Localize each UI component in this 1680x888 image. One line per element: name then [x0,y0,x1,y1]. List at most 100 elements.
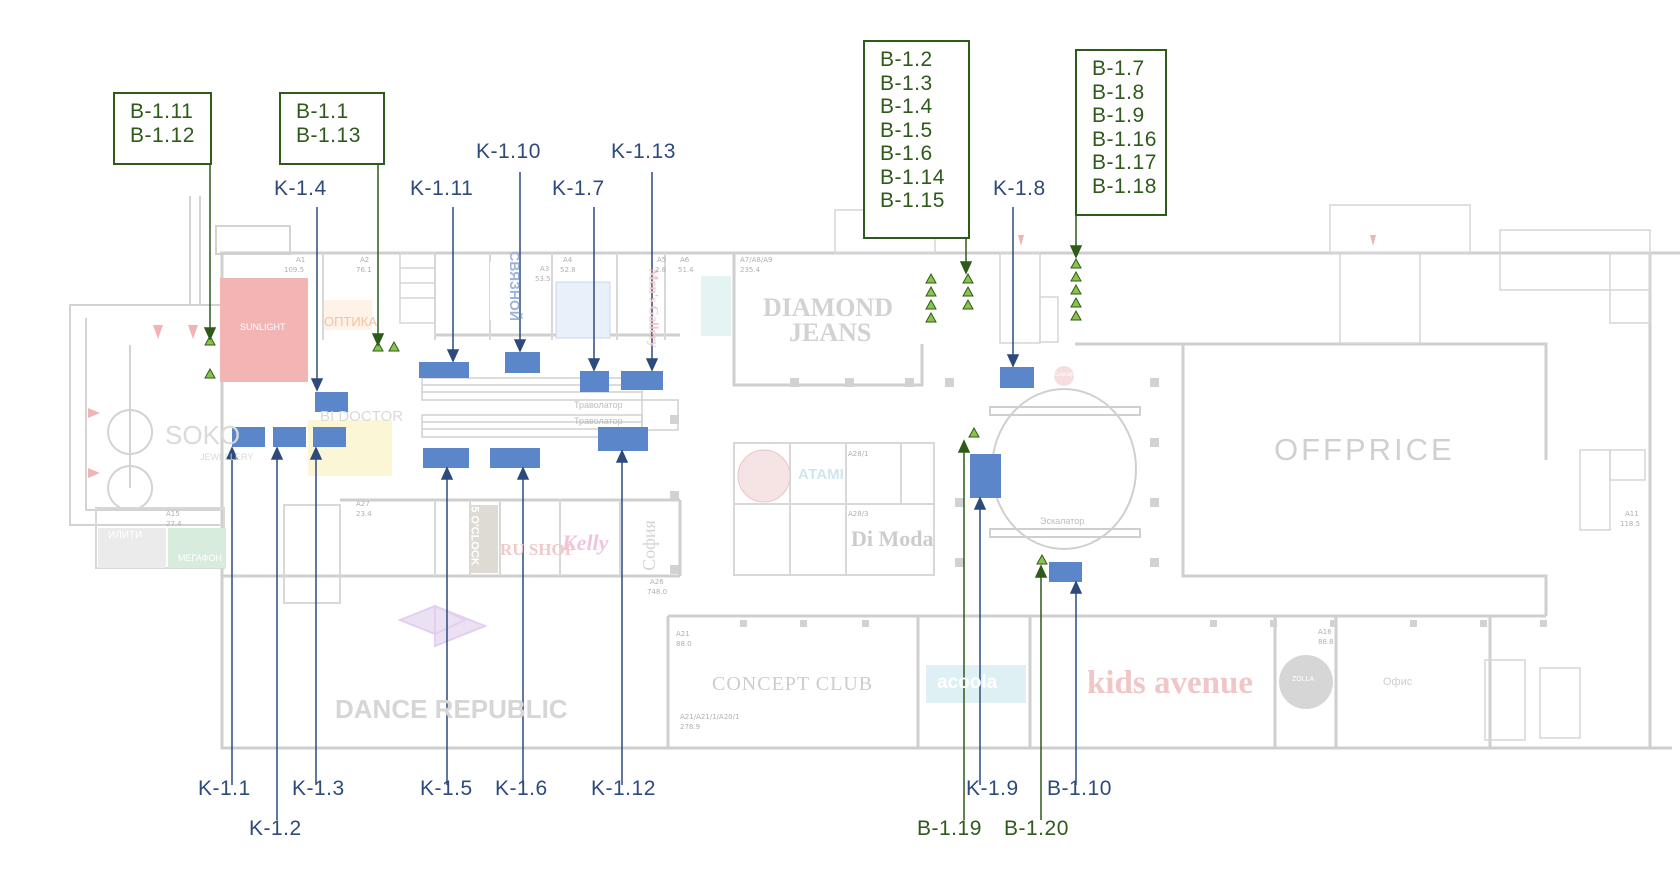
svyaznoy-store-block [490,262,528,320]
area-a4: A4 [563,256,573,264]
kiosk-k1-9[interactable] [970,454,1001,498]
stand-label-b1-20[interactable]: B-1.20 [1004,817,1069,840]
store-dance-republic: DANCE REPUBLIC [335,694,568,724]
megafon-store-block [168,528,226,568]
store-office: Офис [1383,676,1413,688]
stand-label: B-1.17 [1092,151,1157,174]
store-kelly: Kelly [562,530,609,555]
kiosks [232,352,1082,582]
area-a21-1: A21/A21/1/A20/1 [680,713,740,721]
iliti-store-block [98,528,166,568]
area-a27: A27 [356,500,370,508]
area-a28-3: A28/3 [848,510,869,518]
store-megafon: МЕГАФОН [178,553,222,563]
zolla-logo [1279,655,1333,709]
area-a21-size: 88.0 [676,640,692,648]
kiosk-k1-1[interactable] [232,427,265,447]
stand-group-b1-7[interactable]: B-1.7 B-1.8 B-1.9 B-1.16 B-1.17 B-1.18 [1075,49,1167,216]
kiosk-label-k1-1[interactable]: K-1.1 [198,777,251,800]
area-a25: A26 [650,578,664,586]
stand-label: B-1.11 [130,100,194,123]
kiosk-label-k1-11[interactable]: K-1.11 [410,177,474,200]
area-a25-size: 748.0 [647,588,668,596]
area-a3-size: 53.5 [535,275,551,283]
area-a21-1-size: 278.9 [680,723,701,731]
store-kids-avenue: kids avenue [1087,665,1253,701]
stand-group-b1-2[interactable]: B-1.2 B-1.3 B-1.4 B-1.5 B-1.6 B-1.14 B-1… [863,40,970,239]
store-jewellery: JEWELLERY [200,452,254,462]
snegiri-logo [1054,366,1074,386]
area-a7-size: 235.4 [740,266,761,274]
area-a28-1: A28/1 [848,450,869,458]
stand-label: B-1.3 [880,71,933,95]
store-mens-gallery: Men's Gallery [646,268,662,348]
kiosk-k1-10[interactable] [505,352,540,373]
store-concept-club: CONCEPT CLUB [712,673,874,695]
store-optika: ОПТИКА [324,314,377,329]
kiosk-label-k1-8[interactable]: K-1.8 [993,177,1046,200]
dance-republic-logo [397,604,488,648]
store-acoola: acoola [937,672,998,693]
stand-leader-lines [203,165,1083,820]
area-a5: A5 [657,256,667,264]
area-a16-size: 88.8 [1318,638,1334,646]
kiosk-label-k1-6[interactable]: K-1.6 [495,777,548,800]
store-zolla: ZOLLA [1292,676,1315,683]
stand-group-b1-11[interactable]: B-1.11 B-1.12 [113,92,212,165]
stand-label: B-1.6 [880,142,933,165]
stand-label: B-1.12 [130,123,195,147]
kiosk-k1-3[interactable] [313,427,346,447]
di-moda-logo-circle [737,449,791,503]
kiosk-label-k1-4[interactable]: K-1.4 [274,177,327,200]
stand-label: B-1.13 [296,123,361,147]
stand-label-b1-19[interactable]: B-1.19 [917,817,982,840]
store-diamond-jeans-line2: JEANS [789,318,872,347]
kiosk-label-k1-9[interactable]: K-1.9 [966,777,1019,800]
area-a15: A15 [166,510,180,518]
travolator-label-2: Траволатор [574,416,623,426]
store-snegiri: Снегири [1054,372,1078,378]
kiosk-label-k1-10[interactable]: K-1.10 [476,140,541,163]
kiosk-k1-5[interactable] [423,448,469,468]
kiosk-label-k1-3[interactable]: K-1.3 [292,777,345,800]
stand-group-b1-1[interactable]: B-1.1 B-1.13 [279,92,385,165]
kiosk-k1-6[interactable] [490,448,540,468]
kiosk-label-k1-13[interactable]: K-1.13 [611,140,676,163]
acoola-store-block [926,665,1026,703]
store-di-moda: Di Moda [851,526,934,551]
kiosk-label-k1-2[interactable]: K-1.2 [249,817,302,840]
kiosk-label-k1-5[interactable]: K-1.5 [420,777,473,800]
store-iliti: ИЛИТИ [108,530,143,541]
kiosk-k1-7[interactable] [580,371,609,392]
kiosk-k1-12[interactable] [598,427,648,451]
store-sunlight: SUNLIGHT [240,322,286,332]
kiosk-label-k1-12[interactable]: K-1.12 [591,777,656,800]
area-a3: A3 [540,265,550,273]
oclock-store-block [470,505,498,573]
kiosk-k1-4[interactable] [315,392,348,412]
kiosk-k1-8[interactable] [1000,367,1034,388]
area-a4-size: 52.8 [560,266,576,274]
kiosk-label-k1-7[interactable]: K-1.7 [552,177,605,200]
travolator-label-1: Траволатор [574,400,623,410]
kiosk-k1-11[interactable] [419,362,469,378]
area-a7: A7/A8/A9 [740,256,773,264]
kiosk-k1-2[interactable] [273,427,306,447]
stand-label: B-1.1 [296,100,349,123]
angel-store-block [555,281,611,339]
stand-label: B-1.18 [1092,174,1157,198]
sunlight-store-block [220,278,308,382]
stand-label: B-1.4 [880,95,933,118]
store-oclock: 5 O'CLOCK [468,506,481,566]
kiosk-k1-13[interactable] [621,371,663,390]
kiosk-b1-10[interactable] [1049,562,1082,582]
store-svyaznoy: СВЯЗНОЙ [506,251,523,321]
kiosk-label-b1-10[interactable]: B-1.10 [1047,777,1112,800]
entrance-arrows [88,325,198,478]
store-diamond-jeans-line1: DIAMOND [763,293,893,322]
store-atami: АТАМІ [798,466,844,483]
area-a2-size: 76.1 [356,266,372,274]
area-a6: A6 [680,256,690,264]
optika-store-block [324,300,372,330]
stand-label: B-1.5 [880,118,933,142]
